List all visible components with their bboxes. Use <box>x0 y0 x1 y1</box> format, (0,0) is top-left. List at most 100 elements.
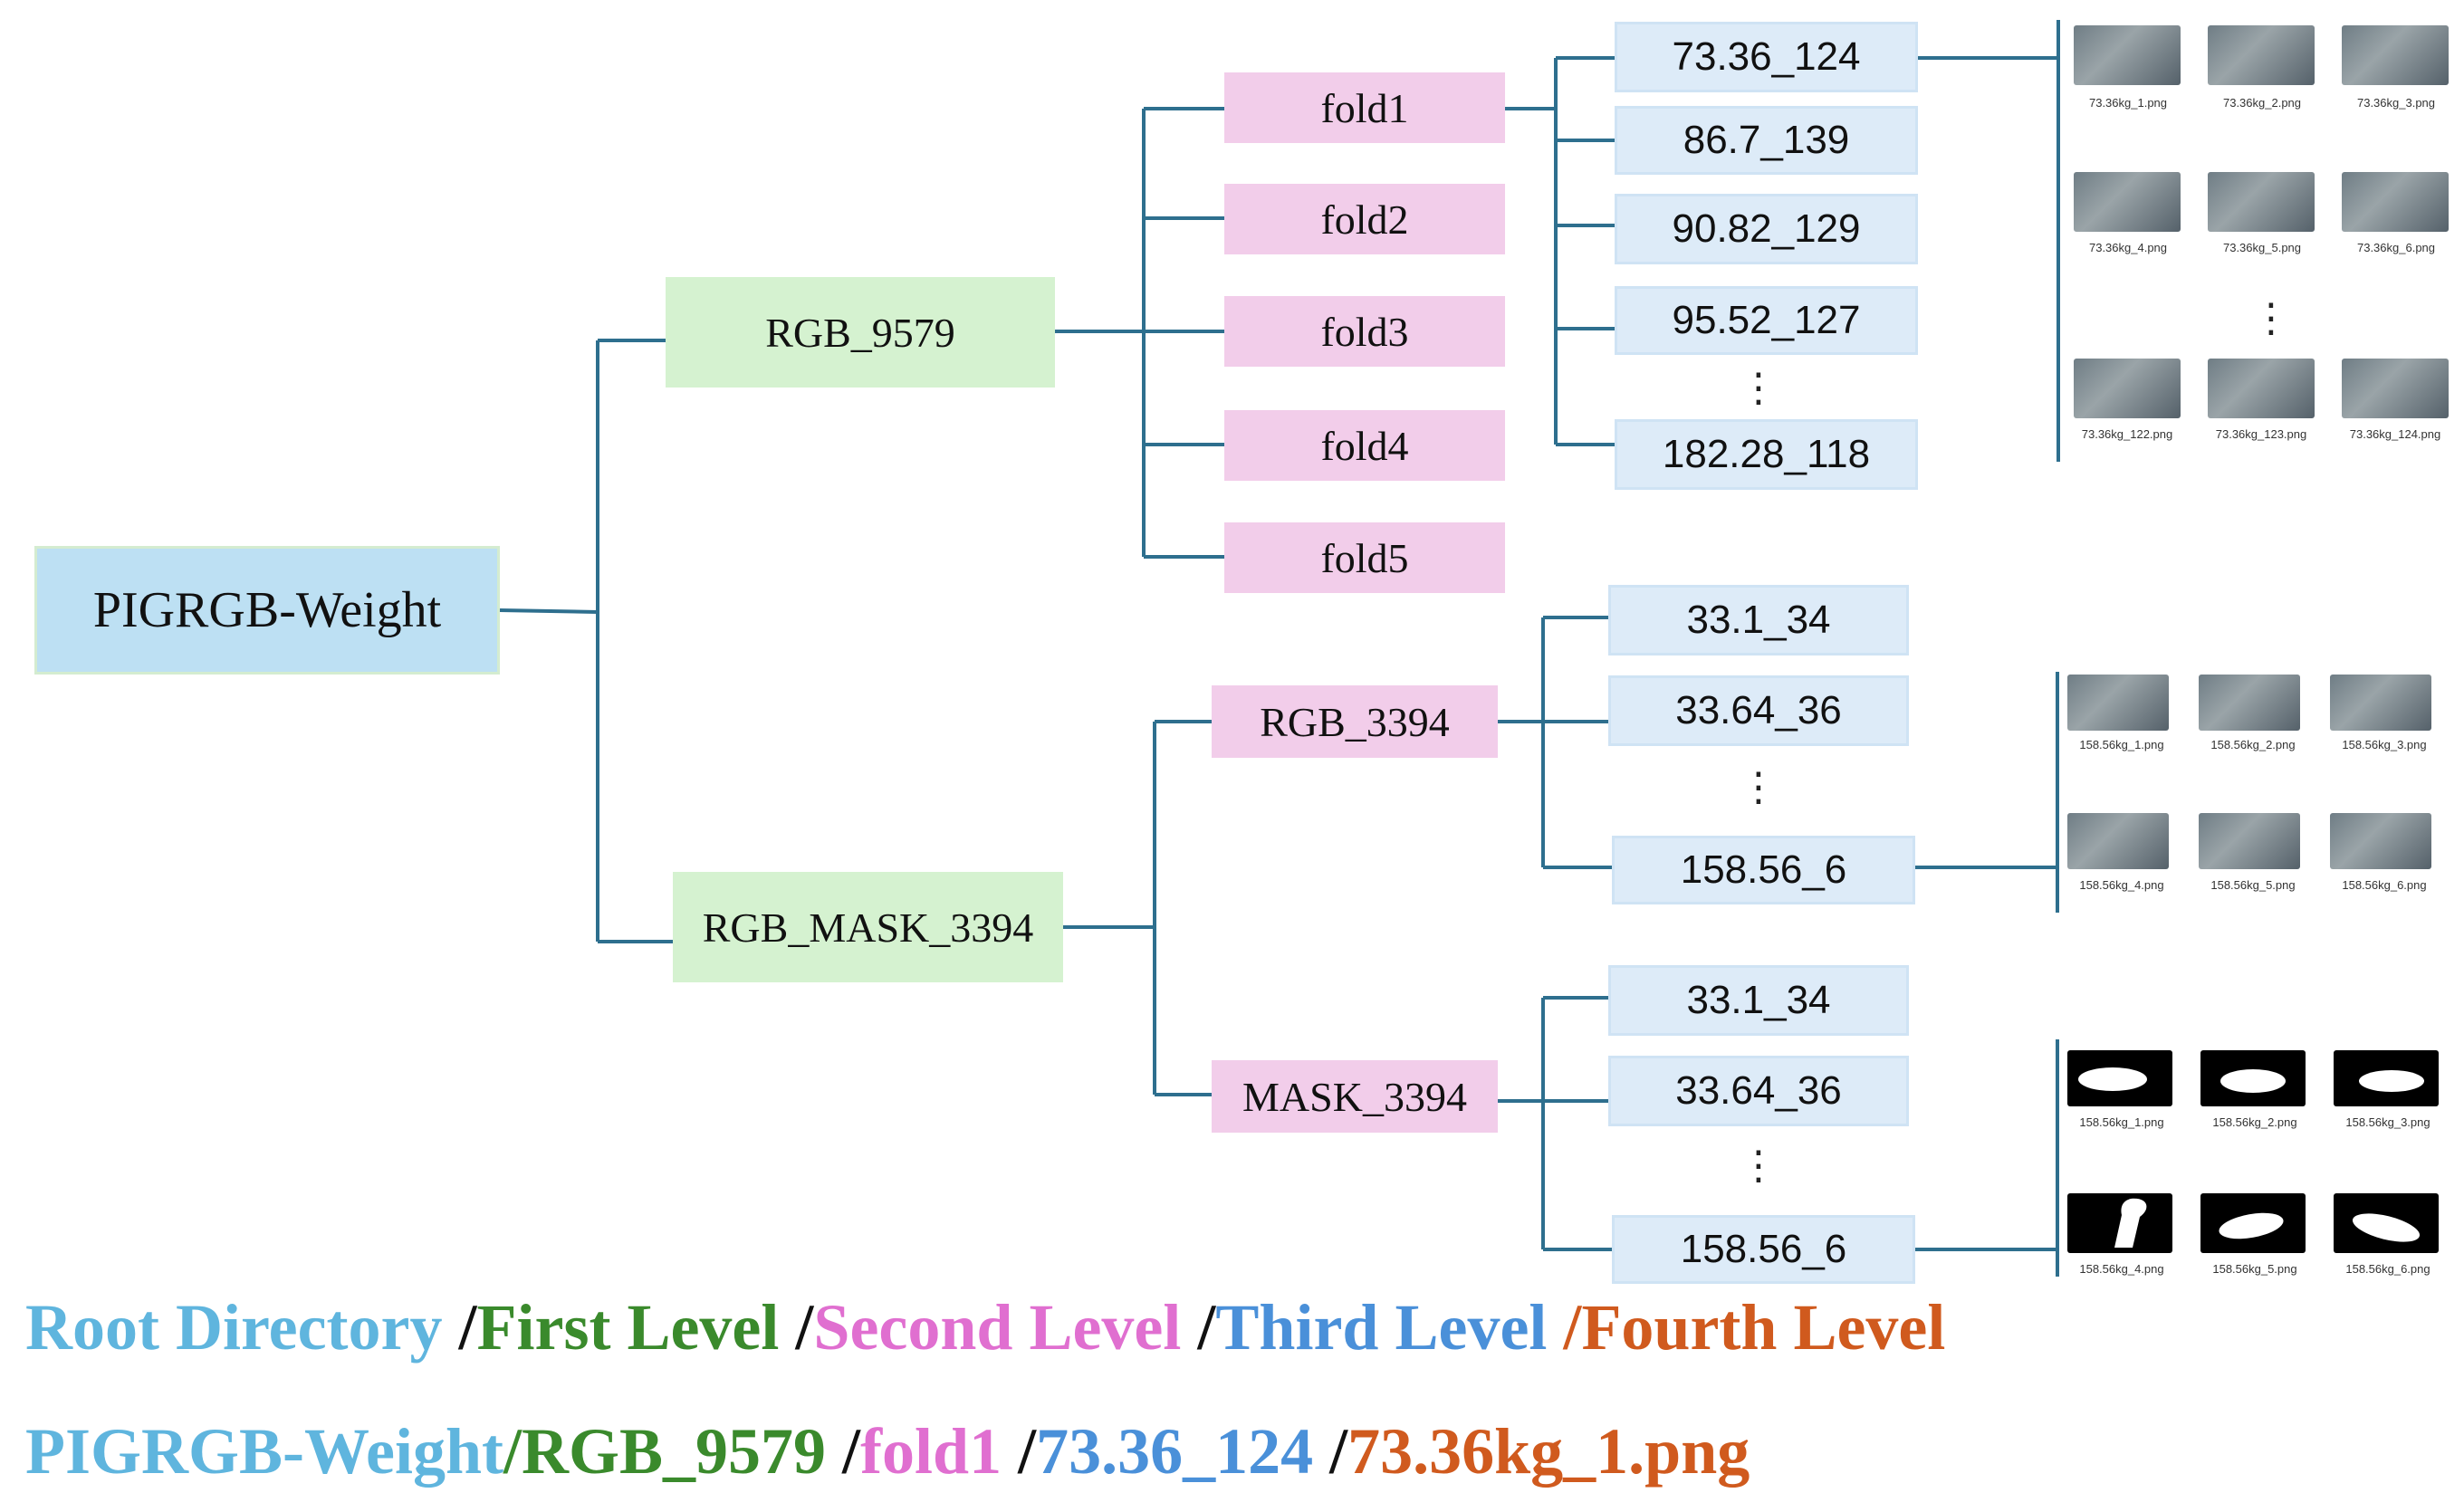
second-level-node-fold4: fold4 <box>1224 410 1505 481</box>
image-filename: 73.36kg_4.png <box>2088 241 2168 254</box>
image-filename: 158.56kg_5.png <box>2210 878 2296 892</box>
third-level-node-label: 73.36_124 <box>1672 34 1861 79</box>
pig-photo-image <box>2330 813 2431 869</box>
image-filename: 158.56kg_6.png <box>2345 1262 2430 1276</box>
third-level-node-label: 33.1_34 <box>1686 598 1831 642</box>
third-level-node-label: 33.1_34 <box>1686 978 1831 1022</box>
third-level-node: 86.7_139 <box>1615 106 1918 175</box>
pig-photo-image <box>2199 813 2300 869</box>
legend-separator: / <box>442 1291 477 1364</box>
image-filename: 158.56kg_2.png <box>2212 1115 2297 1129</box>
second-level-node-label: fold5 <box>1320 534 1409 581</box>
example-root: PIGRGB-Weight <box>25 1415 504 1488</box>
example-first: /RGB_9579 <box>503 1415 827 1488</box>
pig-mask-image <box>2067 1193 2172 1253</box>
first-level-node-label: RGB_MASK_3394 <box>702 904 1034 951</box>
third-level-node: 158.56_6 <box>1612 836 1915 904</box>
second-level-node-rgb-3394: RGB_3394 <box>1212 685 1498 758</box>
second-level-node-fold2: fold2 <box>1224 184 1505 254</box>
legend-second: Second Level <box>813 1291 1182 1364</box>
second-level-node-mask-3394: MASK_3394 <box>1212 1060 1498 1133</box>
second-level-node-label: RGB_3394 <box>1260 698 1450 745</box>
image-filename: 73.36kg_2.png <box>2222 96 2302 110</box>
first-level-node-rgb-9579: RGB_9579 <box>666 277 1055 388</box>
legend-third: Third Level <box>1215 1291 1548 1364</box>
legend-levels: Root Directory /First Level /Second Leve… <box>25 1290 1945 1365</box>
third-level-node-label: 90.82_129 <box>1672 206 1861 251</box>
second-level-node-fold3: fold3 <box>1224 296 1505 367</box>
ellipsis: ⋮ <box>1739 1143 1778 1189</box>
root-node: PIGRGB-Weight <box>34 546 500 675</box>
pig-photo-image <box>2067 675 2169 731</box>
third-level-node-label: 33.64_36 <box>1675 688 1842 732</box>
third-level-node: 90.82_129 <box>1615 194 1918 264</box>
image-filename: 73.36kg_5.png <box>2222 241 2302 254</box>
legend-example-path: PIGRGB-Weight/RGB_9579 /fold1 /73.36_124… <box>25 1414 1750 1489</box>
pig-mask-image <box>2334 1050 2439 1106</box>
legend-separator: / <box>1181 1291 1216 1364</box>
third-level-node-label: 33.64_36 <box>1675 1068 1842 1113</box>
first-level-node-rgb-mask-3394: RGB_MASK_3394 <box>673 872 1063 982</box>
pig-photo-image <box>2208 25 2315 85</box>
example-fourth: 73.36kg_1.png <box>1347 1415 1750 1488</box>
legend-separator: / <box>779 1291 814 1364</box>
third-level-node: 33.64_36 <box>1608 1056 1909 1126</box>
third-level-node: 33.64_36 <box>1608 675 1909 746</box>
third-level-node: 33.1_34 <box>1608 585 1909 656</box>
pig-photo-image <box>2074 359 2181 418</box>
legend-fourth: Fourth Level <box>1581 1291 1946 1364</box>
second-level-node-fold1: fold1 <box>1224 72 1505 143</box>
image-filename: 73.36kg_6.png <box>2356 241 2436 254</box>
third-level-node-label: 182.28_118 <box>1662 432 1871 476</box>
legend-separator: / <box>1547 1291 1582 1364</box>
pig-mask-image <box>2334 1193 2439 1253</box>
third-level-node-label: 95.52_127 <box>1672 298 1861 342</box>
ellipsis: ⋮ <box>1739 764 1778 810</box>
third-level-node-label: 158.56_6 <box>1680 1227 1847 1271</box>
second-level-node-label: fold3 <box>1320 308 1409 355</box>
root-node-label: PIGRGB-Weight <box>92 582 442 638</box>
ellipsis: ⋮ <box>1739 365 1778 411</box>
image-filename: 73.36kg_124.png <box>2349 427 2441 441</box>
image-filename: 158.56kg_4.png <box>2079 878 2164 892</box>
image-filename: 158.56kg_2.png <box>2210 738 2296 751</box>
pig-mask-image <box>2200 1193 2306 1253</box>
pig-photo-image <box>2199 675 2300 731</box>
first-level-node-label: RGB_9579 <box>765 309 955 356</box>
example-third: 73.36_124 <box>1036 1415 1314 1488</box>
pig-photo-image <box>2342 359 2449 418</box>
pig-photo-image <box>2342 25 2449 85</box>
pig-photo-image <box>2342 172 2449 232</box>
example-separator: / <box>1313 1415 1348 1488</box>
pig-photo-image <box>2074 172 2181 232</box>
third-level-node: 73.36_124 <box>1615 22 1918 92</box>
third-level-node-label: 86.7_139 <box>1683 118 1850 162</box>
third-level-node-label: 158.56_6 <box>1680 847 1847 892</box>
pig-mask-image <box>2067 1050 2172 1106</box>
image-filename: 73.36kg_122.png <box>2081 427 2173 441</box>
example-second: fold1 <box>860 1415 1002 1488</box>
image-filename: 158.56kg_5.png <box>2212 1262 2297 1276</box>
image-filename: 73.36kg_123.png <box>2215 427 2307 441</box>
image-filename: 158.56kg_4.png <box>2079 1262 2164 1276</box>
example-separator: / <box>1002 1415 1037 1488</box>
pig-photo-image <box>2330 675 2431 731</box>
image-filename: 158.56kg_1.png <box>2079 738 2164 751</box>
legend-root: Root Directory <box>25 1291 443 1364</box>
third-level-node: 95.52_127 <box>1615 286 1918 355</box>
second-level-node-fold5: fold5 <box>1224 522 1505 593</box>
pig-mask-image <box>2200 1050 2306 1106</box>
image-filename: 158.56kg_6.png <box>2342 878 2427 892</box>
second-level-node-label: fold1 <box>1320 84 1409 131</box>
second-level-node-label: fold4 <box>1320 422 1409 469</box>
image-filename: 158.56kg_3.png <box>2345 1115 2430 1129</box>
third-level-node: 158.56_6 <box>1612 1215 1915 1284</box>
third-level-node: 33.1_34 <box>1608 965 1909 1036</box>
second-level-node-label: fold2 <box>1320 196 1409 243</box>
second-level-node-label: MASK_3394 <box>1242 1073 1467 1120</box>
image-filename: 158.56kg_3.png <box>2342 738 2427 751</box>
image-filename: 73.36kg_1.png <box>2088 96 2168 110</box>
third-level-node: 182.28_118 <box>1615 419 1918 490</box>
